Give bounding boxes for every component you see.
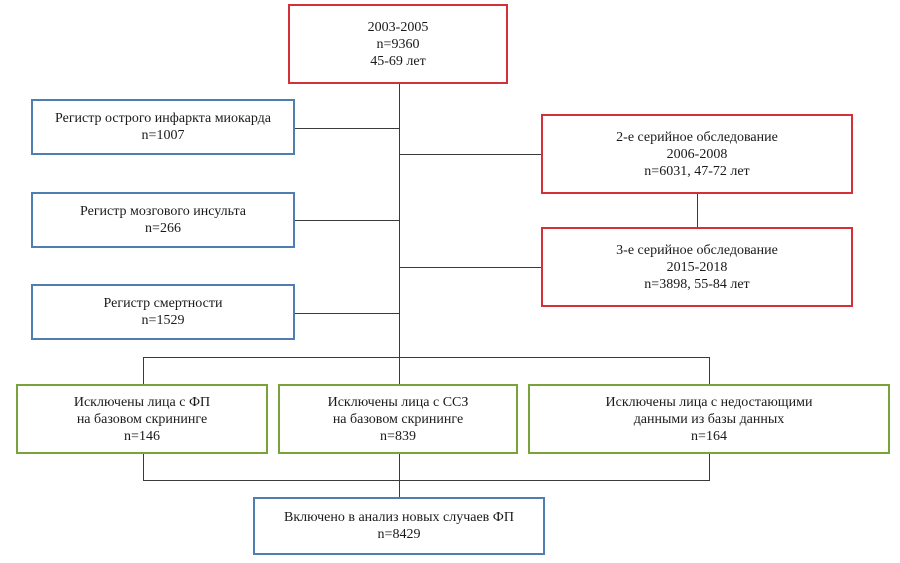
survey-link-connector — [697, 193, 698, 228]
exclusion-af-line2: на базовом скрининге — [76, 411, 208, 427]
cohort-n: n=9360 — [376, 36, 420, 52]
exclusion-cvd-n: n=839 — [380, 428, 416, 444]
survey-2-box: 2-е серийное обследование 2006-2008 n=60… — [541, 114, 853, 194]
baseline-cohort-box: 2003-2005 n=9360 45-69 лет — [288, 4, 508, 84]
exclusion-af-line1: Исключены лица с ФП — [73, 394, 211, 410]
cohort-age: 45-69 лет — [370, 53, 426, 69]
exclusion-1-drop — [143, 357, 144, 385]
exclusion-2-rise — [399, 453, 400, 498]
exclusion-1-rise — [143, 453, 144, 480]
exclusion-missing-box: Исключены лица с недостающими данными из… — [528, 384, 890, 454]
survey-3-title: 3-е серийное обследование — [616, 242, 778, 258]
registry-stroke-n: n=266 — [145, 221, 181, 236]
exclusion-cvd-line2: на базовом скрининге — [332, 411, 464, 427]
main-trunk-connector — [399, 84, 400, 358]
registry-mi-n: n=1007 — [141, 128, 185, 143]
registry-stroke-box: Регистр мозгового инсульта n=266 — [31, 192, 295, 248]
included-title: Включено в анализ новых случаев ФП — [284, 510, 514, 525]
survey-2-connector — [399, 154, 541, 155]
exclusion-af-n: n=146 — [124, 428, 160, 444]
exclusion-missing-line1: Исключены лица с недостающими — [605, 394, 813, 410]
survey-3-detail: n=3898, 55-84 лет — [644, 276, 750, 292]
exclusion-cvd-line1: Исключены лица с ССЗ — [327, 394, 469, 410]
exclusion-missing-line2: данными из базы данных — [633, 411, 785, 427]
survey-3-box: 3-е серийное обследование 2015-2018 n=38… — [541, 227, 853, 307]
registry-mortality-box: Регистр смертности n=1529 — [31, 284, 295, 340]
exclusion-cvd-box: Исключены лица с ССЗ на базовом скрининг… — [278, 384, 518, 454]
survey-2-title: 2-е серийное обследование — [616, 129, 778, 145]
registry-mi-box: Регистр острого инфаркта миокарда n=1007 — [31, 99, 295, 155]
registry-mi-title: Регистр острого инфаркта миокарда — [55, 111, 271, 126]
exclusion-3-drop — [709, 357, 710, 385]
registry-2-connector — [295, 220, 399, 221]
included-n: n=8429 — [377, 527, 421, 542]
registry-stroke-title: Регистр мозгового инсульта — [80, 204, 246, 219]
exclusion-3-rise — [709, 453, 710, 480]
exclusion-top-bar — [143, 357, 710, 358]
survey-3-connector — [399, 267, 541, 268]
survey-3-years: 2015-2018 — [666, 259, 728, 275]
exclusion-bottom-bar — [143, 480, 710, 481]
cohort-years: 2003-2005 — [367, 19, 429, 35]
registry-3-connector — [295, 313, 399, 314]
registry-1-connector — [295, 128, 399, 129]
registry-mortality-title: Регистр смертности — [103, 296, 223, 311]
registry-mortality-n: n=1529 — [141, 313, 185, 328]
survey-2-detail: n=6031, 47-72 лет — [644, 163, 750, 179]
exclusion-missing-n: n=164 — [691, 428, 727, 444]
exclusion-af-box: Исключены лица с ФП на базовом скрининге… — [16, 384, 268, 454]
included-analysis-box: Включено в анализ новых случаев ФП n=842… — [253, 497, 545, 555]
survey-2-years: 2006-2008 — [666, 146, 728, 162]
exclusion-2-drop — [399, 357, 400, 385]
